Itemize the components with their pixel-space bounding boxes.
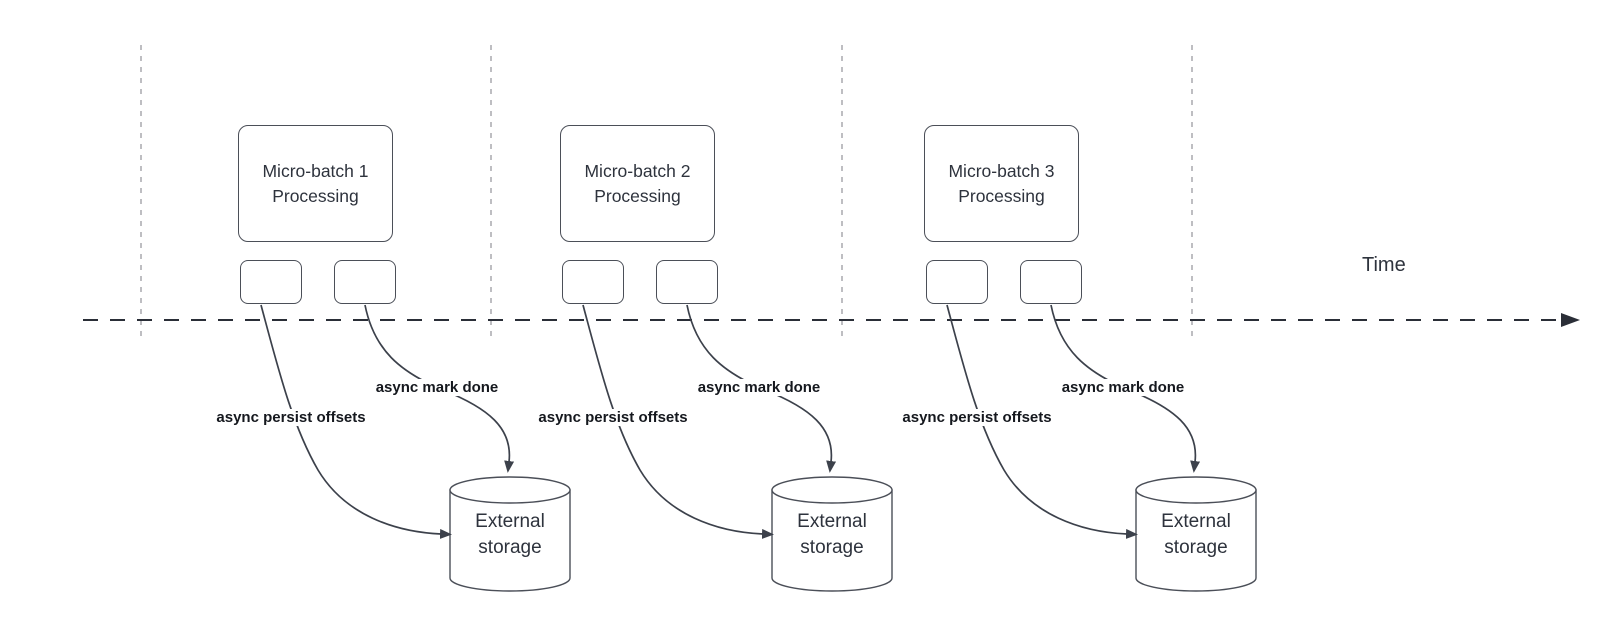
- external-storage-cylinder-top: [771, 476, 893, 504]
- mark-done-box: [656, 260, 718, 304]
- mark-done-label: async mark done: [694, 379, 824, 396]
- external-storage-cylinder-top: [449, 476, 571, 504]
- persist-offsets-arrow: [946, 304, 1138, 539]
- group-3-connectors: [946, 304, 1257, 592]
- external-storage-cylinder: [1135, 489, 1257, 592]
- persist-offsets-box: [240, 260, 302, 304]
- persist-offsets-box: [562, 260, 624, 304]
- external-storage-cylinder-top: [1135, 476, 1257, 504]
- external-storage-label: External storage: [1161, 511, 1231, 558]
- process-box: Micro-batch 2 Processing: [560, 125, 715, 242]
- persist-offsets-arrow: [582, 304, 774, 539]
- mark-done-box: [1020, 260, 1082, 304]
- persist-offsets-label: async persist offsets: [535, 409, 691, 426]
- persist-offsets-label: async persist offsets: [213, 409, 369, 426]
- group-1-connectors: [260, 304, 571, 592]
- persist-offsets-arrow: [260, 304, 452, 539]
- time-axis-label: Time: [1362, 254, 1406, 276]
- persist-offsets-label: async persist offsets: [899, 409, 1055, 426]
- process-box: Micro-batch 1 Processing: [238, 125, 393, 242]
- external-storage-cylinder: [771, 489, 893, 592]
- process-box: Micro-batch 3 Processing: [924, 125, 1079, 242]
- persist-offsets-box: [926, 260, 988, 304]
- group-2-connectors: [582, 304, 893, 592]
- mark-done-label: async mark done: [372, 379, 502, 396]
- mark-done-box: [334, 260, 396, 304]
- external-storage-label: External storage: [475, 511, 545, 558]
- external-storage-label: External storage: [797, 511, 867, 558]
- mark-done-label: async mark done: [1058, 379, 1188, 396]
- external-storage-cylinder: [449, 489, 571, 592]
